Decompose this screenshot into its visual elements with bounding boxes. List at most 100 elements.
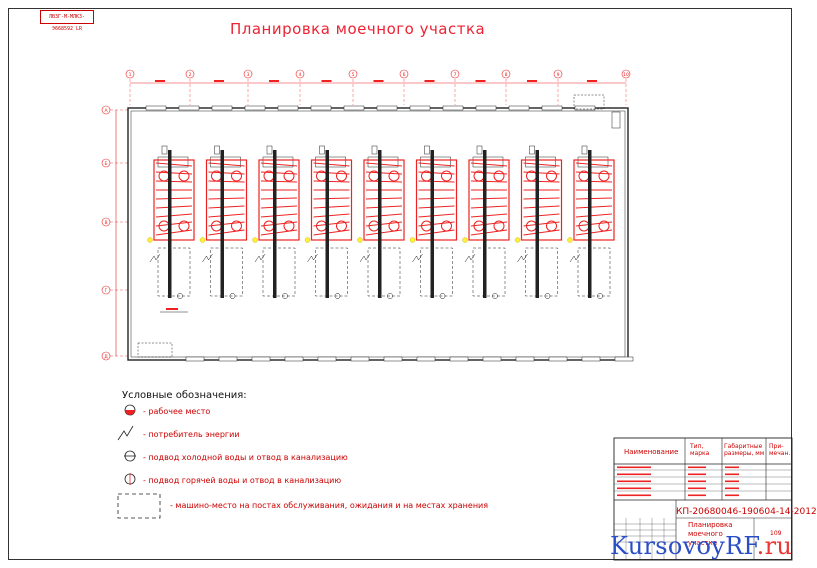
tb-item-size (725, 473, 739, 476)
window-top (541, 105, 563, 111)
energy-consumer-marker (202, 253, 213, 263)
station-pillar (476, 145, 483, 155)
wheel-rear-right (441, 220, 452, 232)
window-bottom (416, 356, 436, 362)
window-top (310, 105, 332, 111)
window-bottom (383, 356, 403, 362)
window-bottom (185, 356, 205, 362)
vehicle-hatch (365, 221, 403, 227)
legend-title: Условные обозначения: (122, 390, 247, 401)
dimension-tick-top (527, 80, 537, 82)
wheel-front-right (388, 170, 400, 182)
vehicle-hatch (418, 162, 455, 167)
wash-station (357, 145, 405, 299)
vehicle-hatch (523, 180, 560, 183)
tb-header-note: При-мечан. (769, 443, 791, 457)
water-supply-marker (282, 293, 288, 299)
axis-label-col: 7 (454, 72, 457, 78)
tb-item-name (617, 487, 651, 490)
vehicle-hatch (260, 205, 298, 209)
legend-item-workplace: - рабочее место (143, 407, 211, 416)
vehicle-hatch (575, 180, 613, 183)
sheet-border (8, 8, 792, 560)
wheel-rear-right (598, 220, 610, 232)
energy-consumer-marker (569, 253, 581, 263)
wash-station (252, 145, 300, 299)
window-bottom (581, 356, 601, 362)
tb-item-type (688, 487, 706, 490)
axis-bubble-col (450, 69, 460, 79)
title-block-grid (613, 437, 793, 561)
axis-label-row: Б (104, 161, 107, 167)
wheel-front-right (178, 170, 190, 182)
vehicle-hatch (575, 162, 613, 167)
vehicle-hatch (208, 205, 245, 209)
vehicle-hatch (313, 162, 350, 167)
parking-place (577, 247, 611, 297)
station-pillar (161, 145, 168, 155)
parking-place (472, 247, 506, 297)
axis-bubble-col (348, 69, 358, 79)
vehicle-hatch (418, 213, 455, 218)
axis-label-col: 8 (505, 72, 508, 78)
legend-item-cold-water: - подвод холодной воды и отвод в канализ… (143, 453, 348, 462)
station-header (472, 156, 504, 168)
parking-place (262, 247, 296, 297)
window-top (178, 105, 200, 111)
vehicle-hatch (575, 205, 613, 209)
energy-consumer-marker (517, 253, 528, 263)
vehicle-hatch (155, 197, 193, 200)
tb-item-type (688, 494, 706, 497)
workplace-marker (409, 237, 416, 243)
tb-item-type (688, 473, 706, 476)
vehicle-hatch (575, 221, 613, 227)
vehicle-hatch (365, 171, 403, 175)
vehicle-hatch (523, 197, 560, 200)
wheel-front-right (283, 170, 295, 182)
vehicle-hatch (313, 205, 350, 209)
wheel-front-right (546, 170, 557, 182)
vehicle-hatch (365, 162, 403, 167)
vehicle-hatch (470, 221, 508, 227)
workplace-marker (567, 237, 573, 243)
vehicle-hatch (575, 197, 613, 200)
tb-item-type (688, 480, 706, 483)
wheel-front-right (231, 170, 242, 182)
vehicle-hatch (155, 171, 193, 175)
dimension-tick-top (424, 80, 435, 82)
parking-place (420, 247, 453, 297)
wash-station (409, 145, 458, 299)
vehicle-hatch (418, 180, 455, 183)
legend-icons (117, 404, 161, 519)
window-top (442, 105, 464, 111)
conveyor-rail (535, 150, 539, 298)
workplace-marker (304, 237, 311, 243)
window-bottom (482, 356, 502, 362)
conveyor-rail (588, 150, 592, 298)
conveyor-rail (378, 150, 382, 298)
water-supply-marker (387, 293, 393, 299)
tb-document-code: КП-20680046-190604-14-2012 (676, 507, 817, 517)
vehicle-hatch (418, 171, 455, 175)
vehicle-hatch (260, 221, 298, 227)
wash-station (567, 145, 615, 299)
tb-item-size (725, 480, 739, 483)
parking-place (210, 247, 243, 297)
vehicle-hatch (470, 197, 508, 200)
window-top (508, 105, 530, 111)
axis-label-col: 1 (129, 72, 132, 78)
watermark-main: KursovoyRF (610, 532, 757, 560)
dimension-tick-top (475, 80, 486, 82)
tb-item-name (617, 466, 651, 469)
window-bottom (614, 356, 634, 362)
vehicle-hatch (575, 171, 613, 175)
vehicle-hatch (313, 221, 350, 227)
drawing-sheet: ЛВЗГ-М-МЛКЗ-Э668592 LR Планировка моечно… (8, 8, 817, 561)
inner-wall-line (130, 110, 626, 358)
station-header (315, 156, 346, 168)
vehicle-outline (468, 159, 510, 241)
water-supply-marker (439, 293, 446, 299)
building-outline (127, 94, 634, 362)
legend-item-hot-water: - подвод горячей воды и отвод в канализа… (143, 476, 342, 485)
